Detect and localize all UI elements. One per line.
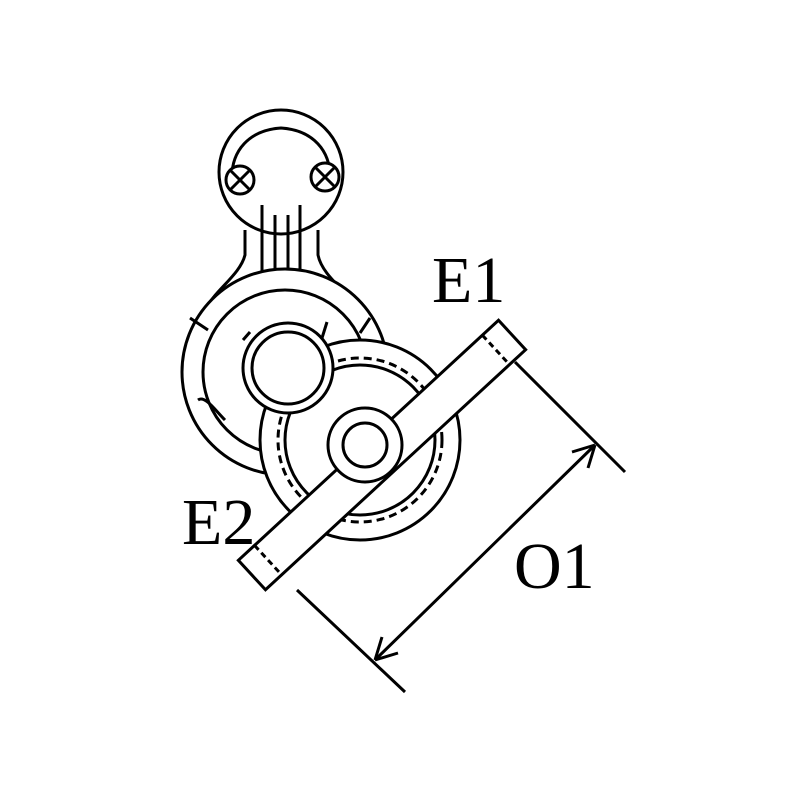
label-e1: E1 — [432, 244, 506, 317]
center-bolt — [326, 406, 404, 484]
screw-right-icon — [309, 161, 341, 193]
label-o1: O1 — [514, 530, 595, 603]
pinion — [241, 321, 335, 415]
dimension-o1 — [295, 360, 627, 694]
screw-left-icon — [224, 164, 256, 196]
label-e2: E2 — [182, 486, 256, 559]
